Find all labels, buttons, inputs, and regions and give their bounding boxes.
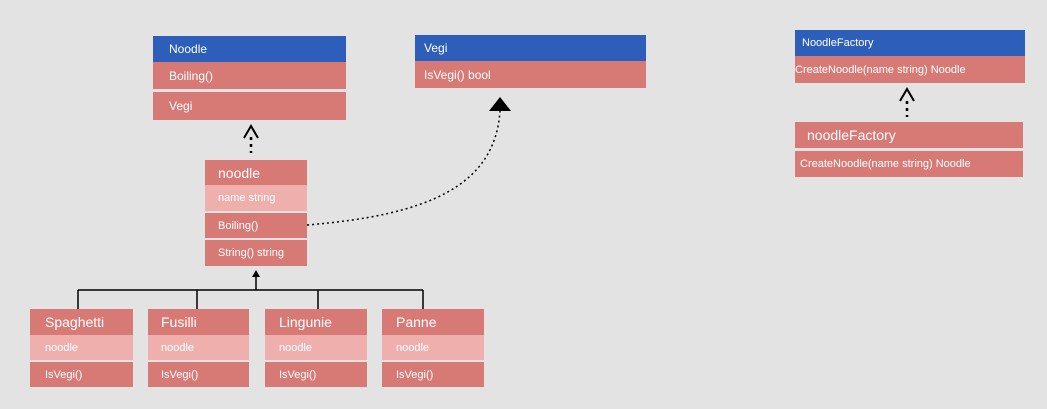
fusilli-method: IsVegi(): [148, 362, 249, 387]
vegi-interface-title: Vegi: [415, 35, 646, 61]
panne-method: IsVegi(): [382, 362, 484, 387]
fusilli-field: noodle: [148, 335, 249, 360]
noodle-struct-title: noodle: [205, 160, 307, 185]
noodle-struct-method-string: String() string: [205, 240, 307, 266]
vegi-interface-method: IsVegi() bool: [415, 61, 646, 88]
noodle-interface-title: Noodle: [153, 36, 346, 62]
fusilli-struct: Fusilli noodle IsVegi(): [148, 309, 249, 387]
panne-title: Panne: [382, 309, 484, 335]
vegi-dependency-curve: [306, 110, 501, 226]
lingunie-struct: Lingunie noodle IsVegi(): [265, 309, 367, 387]
noodle-struct-method-boiling: Boiling(): [205, 213, 307, 238]
lingunie-title: Lingunie: [265, 309, 367, 335]
noodle-interface: Noodle Boiling() Vegi: [153, 36, 346, 120]
lingunie-field: noodle: [265, 335, 367, 360]
vegi-interface: Vegi IsVegi() bool: [415, 35, 646, 88]
noodle-interface-method: Boiling(): [153, 62, 346, 89]
fusilli-title: Fusilli: [148, 309, 249, 335]
spaghetti-method: IsVegi(): [30, 362, 133, 387]
realization-arrow-factory: [899, 87, 915, 102]
noodle-factory-interface: NoodleFactory CreateNoodle(name string) …: [795, 30, 1025, 83]
noodle-factory-struct-title: noodleFactory: [795, 122, 1023, 148]
noodle-struct-field: name string: [205, 185, 307, 211]
noodle-factory-struct: noodleFactory CreateNoodle(name string) …: [795, 122, 1023, 177]
inheritance-arrowhead: [252, 270, 260, 277]
spaghetti-title: Spaghetti: [30, 309, 133, 335]
noodle-factory-interface-method: CreateNoodle(name string) Noodle: [795, 56, 1025, 83]
noodle-interface-embed: Vegi: [153, 92, 346, 120]
spaghetti-field: noodle: [30, 335, 133, 360]
noodle-factory-struct-method: CreateNoodle(name string) Noodle: [795, 151, 1023, 177]
noodle-struct: noodle name string Boiling() String() st…: [205, 160, 307, 266]
vegi-arrowhead: [489, 97, 511, 111]
panne-struct: Panne noodle IsVegi(): [382, 309, 484, 387]
noodle-factory-interface-title: NoodleFactory: [795, 30, 1025, 56]
lingunie-method: IsVegi(): [265, 362, 367, 387]
realization-arrow-noodle: [243, 124, 259, 139]
panne-field: noodle: [382, 335, 484, 360]
spaghetti-struct: Spaghetti noodle IsVegi(): [30, 309, 133, 387]
